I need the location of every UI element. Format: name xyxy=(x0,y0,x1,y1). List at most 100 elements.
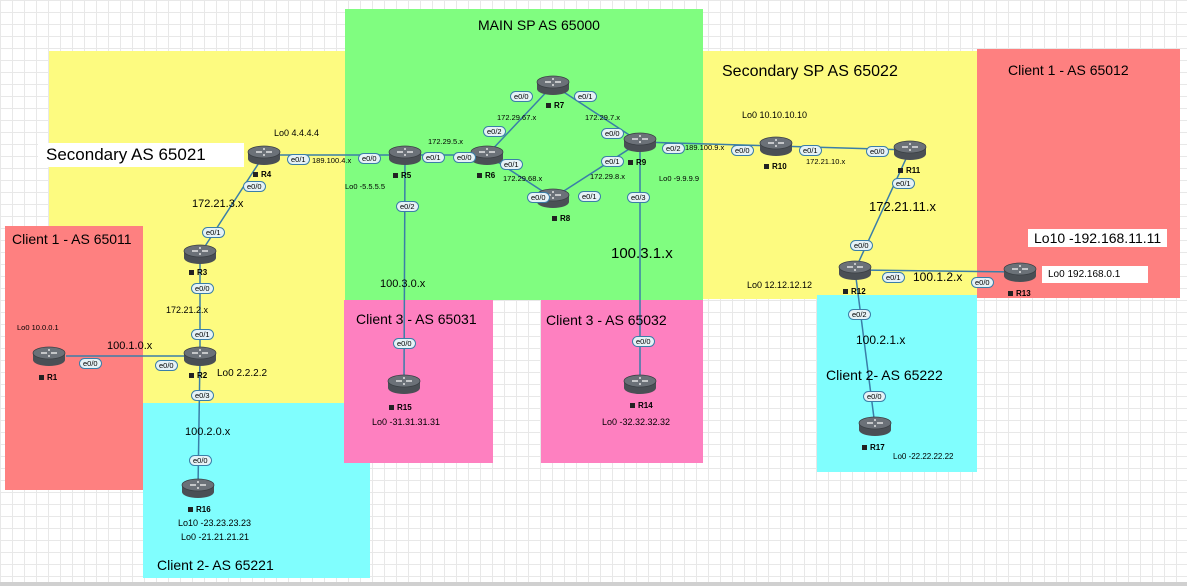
client1-65012-title: Client 1 - AS 65012 xyxy=(1008,62,1129,78)
region-client2-65221 xyxy=(143,403,370,578)
router-label-r6: R6 xyxy=(477,171,495,180)
link-r7-r9 xyxy=(552,84,641,143)
router-r2[interactable] xyxy=(183,345,217,367)
router-label-r10: R10 xyxy=(764,162,787,171)
r9-loopback: Lo0 -9.9.9.9 xyxy=(659,174,700,183)
intf-r15-e0-0: e0/0 xyxy=(393,338,416,349)
intf-r10-e0-0: e0/0 xyxy=(731,145,754,156)
link-r10-r11 xyxy=(775,145,911,151)
subnet-172-29-5: 172.29.5.x xyxy=(428,137,464,146)
intf-r8-e0-1: e0/1 xyxy=(578,191,601,202)
subnet-172-21-10: 172.21.10.x xyxy=(806,157,846,166)
subnet-172-21-3: 172.21.3.x xyxy=(192,198,244,210)
intf-r9-e0-0: e0/0 xyxy=(601,128,624,139)
r14-loopback: Lo0 -32.32.32.32 xyxy=(602,417,671,427)
intf-r2-e0-1: e0/1 xyxy=(191,329,214,340)
intf-r14-e0-0: e0/0 xyxy=(632,336,655,347)
link-r6-r7 xyxy=(486,84,554,156)
subnet-172-29-68: 172.29.68.x xyxy=(503,174,543,183)
router-r3[interactable] xyxy=(183,243,217,265)
intf-r1-e0-0: e0/0 xyxy=(79,358,102,369)
intf-r2-e0-3: e0/3 xyxy=(191,390,214,401)
intf-r7-e0-0: e0/0 xyxy=(510,91,533,102)
r1-loopback: Lo0 10.0.0.1 xyxy=(17,323,59,332)
intf-r8-e0-0: e0/0 xyxy=(527,192,550,203)
intf-r3-e0-1: e0/1 xyxy=(202,227,225,238)
client1-65011-title: Client 1 - AS 65011 xyxy=(12,231,132,247)
router-label-r7: R7 xyxy=(546,101,564,110)
router-r15[interactable] xyxy=(387,373,421,395)
r13-loopback-lo0: Lo0 192.168.0.1 xyxy=(1042,266,1148,283)
router-r7[interactable] xyxy=(536,74,570,96)
intf-r4-e0-0: e0/0 xyxy=(243,181,266,192)
r4-loopback: Lo0 4.4.4.4 xyxy=(274,128,320,138)
router-label-r15: R15 xyxy=(389,403,412,412)
link-r12-r13 xyxy=(854,269,1021,273)
r16-loopback-lo0: Lo0 -21.21.21.21 xyxy=(181,532,250,542)
subnet-100-2-0: 100.2.0.x xyxy=(185,426,231,438)
subnet-100-3-1: 100.3.1.x xyxy=(611,245,673,262)
router-label-r5: R5 xyxy=(393,171,411,180)
intf-r11-e0-0: e0/0 xyxy=(866,146,889,157)
intf-r5-e0-0: e0/0 xyxy=(358,153,381,164)
router-r10[interactable] xyxy=(759,135,793,157)
intf-r5-e0-2: e0/2 xyxy=(396,201,419,212)
intf-r9-e0-3: e0/3 xyxy=(627,192,650,203)
subnet-172-21-11: 172.21.11.x xyxy=(869,199,936,214)
router-r6[interactable] xyxy=(470,144,504,166)
subnet-172-29-67: 172.29.67.x xyxy=(497,113,537,122)
router-label-r16: R16 xyxy=(188,505,211,514)
intf-r7-e0-1: e0/1 xyxy=(574,91,597,102)
router-r12[interactable] xyxy=(838,259,872,281)
intf-r4-e0-1: e0/1 xyxy=(287,154,310,165)
subnet-100-1-2: 100.1.2.x xyxy=(913,270,963,284)
intf-r5-e0-1: e0/1 xyxy=(422,152,445,163)
secondary-sp-65022-title: Secondary SP AS 65022 xyxy=(722,63,898,80)
router-label-r2: R2 xyxy=(189,371,207,380)
router-r17[interactable] xyxy=(858,415,892,437)
intf-r16-e0-0: e0/0 xyxy=(189,455,212,466)
intf-r3-e0-0: e0/0 xyxy=(191,283,214,294)
subnet-189-100-4: 189.100.4.x xyxy=(312,156,352,165)
link-r8-r9 xyxy=(552,141,641,199)
bottom-scrollbar[interactable] xyxy=(0,582,1187,586)
router-label-r4: R4 xyxy=(253,170,271,179)
router-label-r12: R12 xyxy=(843,287,866,296)
r10-loopback: Lo0 10.10.10.10 xyxy=(742,110,808,120)
router-label-r1: R1 xyxy=(39,373,57,382)
intf-r2-e0-0: e0/0 xyxy=(155,360,178,371)
router-label-r13: R13 xyxy=(1008,289,1031,298)
link-r9-r10 xyxy=(639,141,777,147)
intf-r12-e0-2: e0/2 xyxy=(848,309,871,320)
subnet-100-1-0: 100.1.0.x xyxy=(107,340,153,352)
main-sp-title: MAIN SP AS 65000 xyxy=(478,17,600,33)
r15-loopback: Lo0 -31.31.31.31 xyxy=(372,417,441,427)
router-label-r9: R9 xyxy=(628,158,646,167)
region-client3-65032 xyxy=(541,300,703,463)
router-r5[interactable] xyxy=(388,144,422,166)
region-client1-65012 xyxy=(977,49,1180,298)
subnet-189-100-9: 189.100.9.x xyxy=(685,143,725,152)
router-label-r17: R17 xyxy=(862,443,885,452)
intf-r11-e0-1: e0/1 xyxy=(892,178,915,189)
link-r5-r15 xyxy=(403,154,406,385)
router-r14[interactable] xyxy=(623,373,657,395)
router-r11[interactable] xyxy=(893,139,927,161)
router-r4[interactable] xyxy=(247,144,281,166)
router-r13[interactable] xyxy=(1003,261,1037,283)
router-label-r11: R11 xyxy=(898,166,920,175)
r2-loopback: Lo0 2.2.2.2 xyxy=(217,368,268,379)
intf-r6-e0-0: e0/0 xyxy=(453,152,476,163)
r13-loopback-lo10: Lo10 -192.168.11.11 xyxy=(1028,229,1168,247)
client3-65031-title: Client 3 - AS 65031 xyxy=(356,311,477,327)
intf-r12-e0-0: e0/0 xyxy=(850,240,873,251)
router-r1[interactable] xyxy=(32,345,66,367)
client2-65221-title: Client 2- AS 65221 xyxy=(157,557,274,573)
subnet-172-21-2: 172.21.2.x xyxy=(166,305,209,315)
router-r9[interactable] xyxy=(623,131,657,153)
router-r16[interactable] xyxy=(181,477,215,499)
region-client2-65222 xyxy=(817,295,977,472)
subnet-172-29-7: 172.29.7.x xyxy=(585,113,621,122)
intf-r17-e0-0: e0/0 xyxy=(863,391,886,402)
